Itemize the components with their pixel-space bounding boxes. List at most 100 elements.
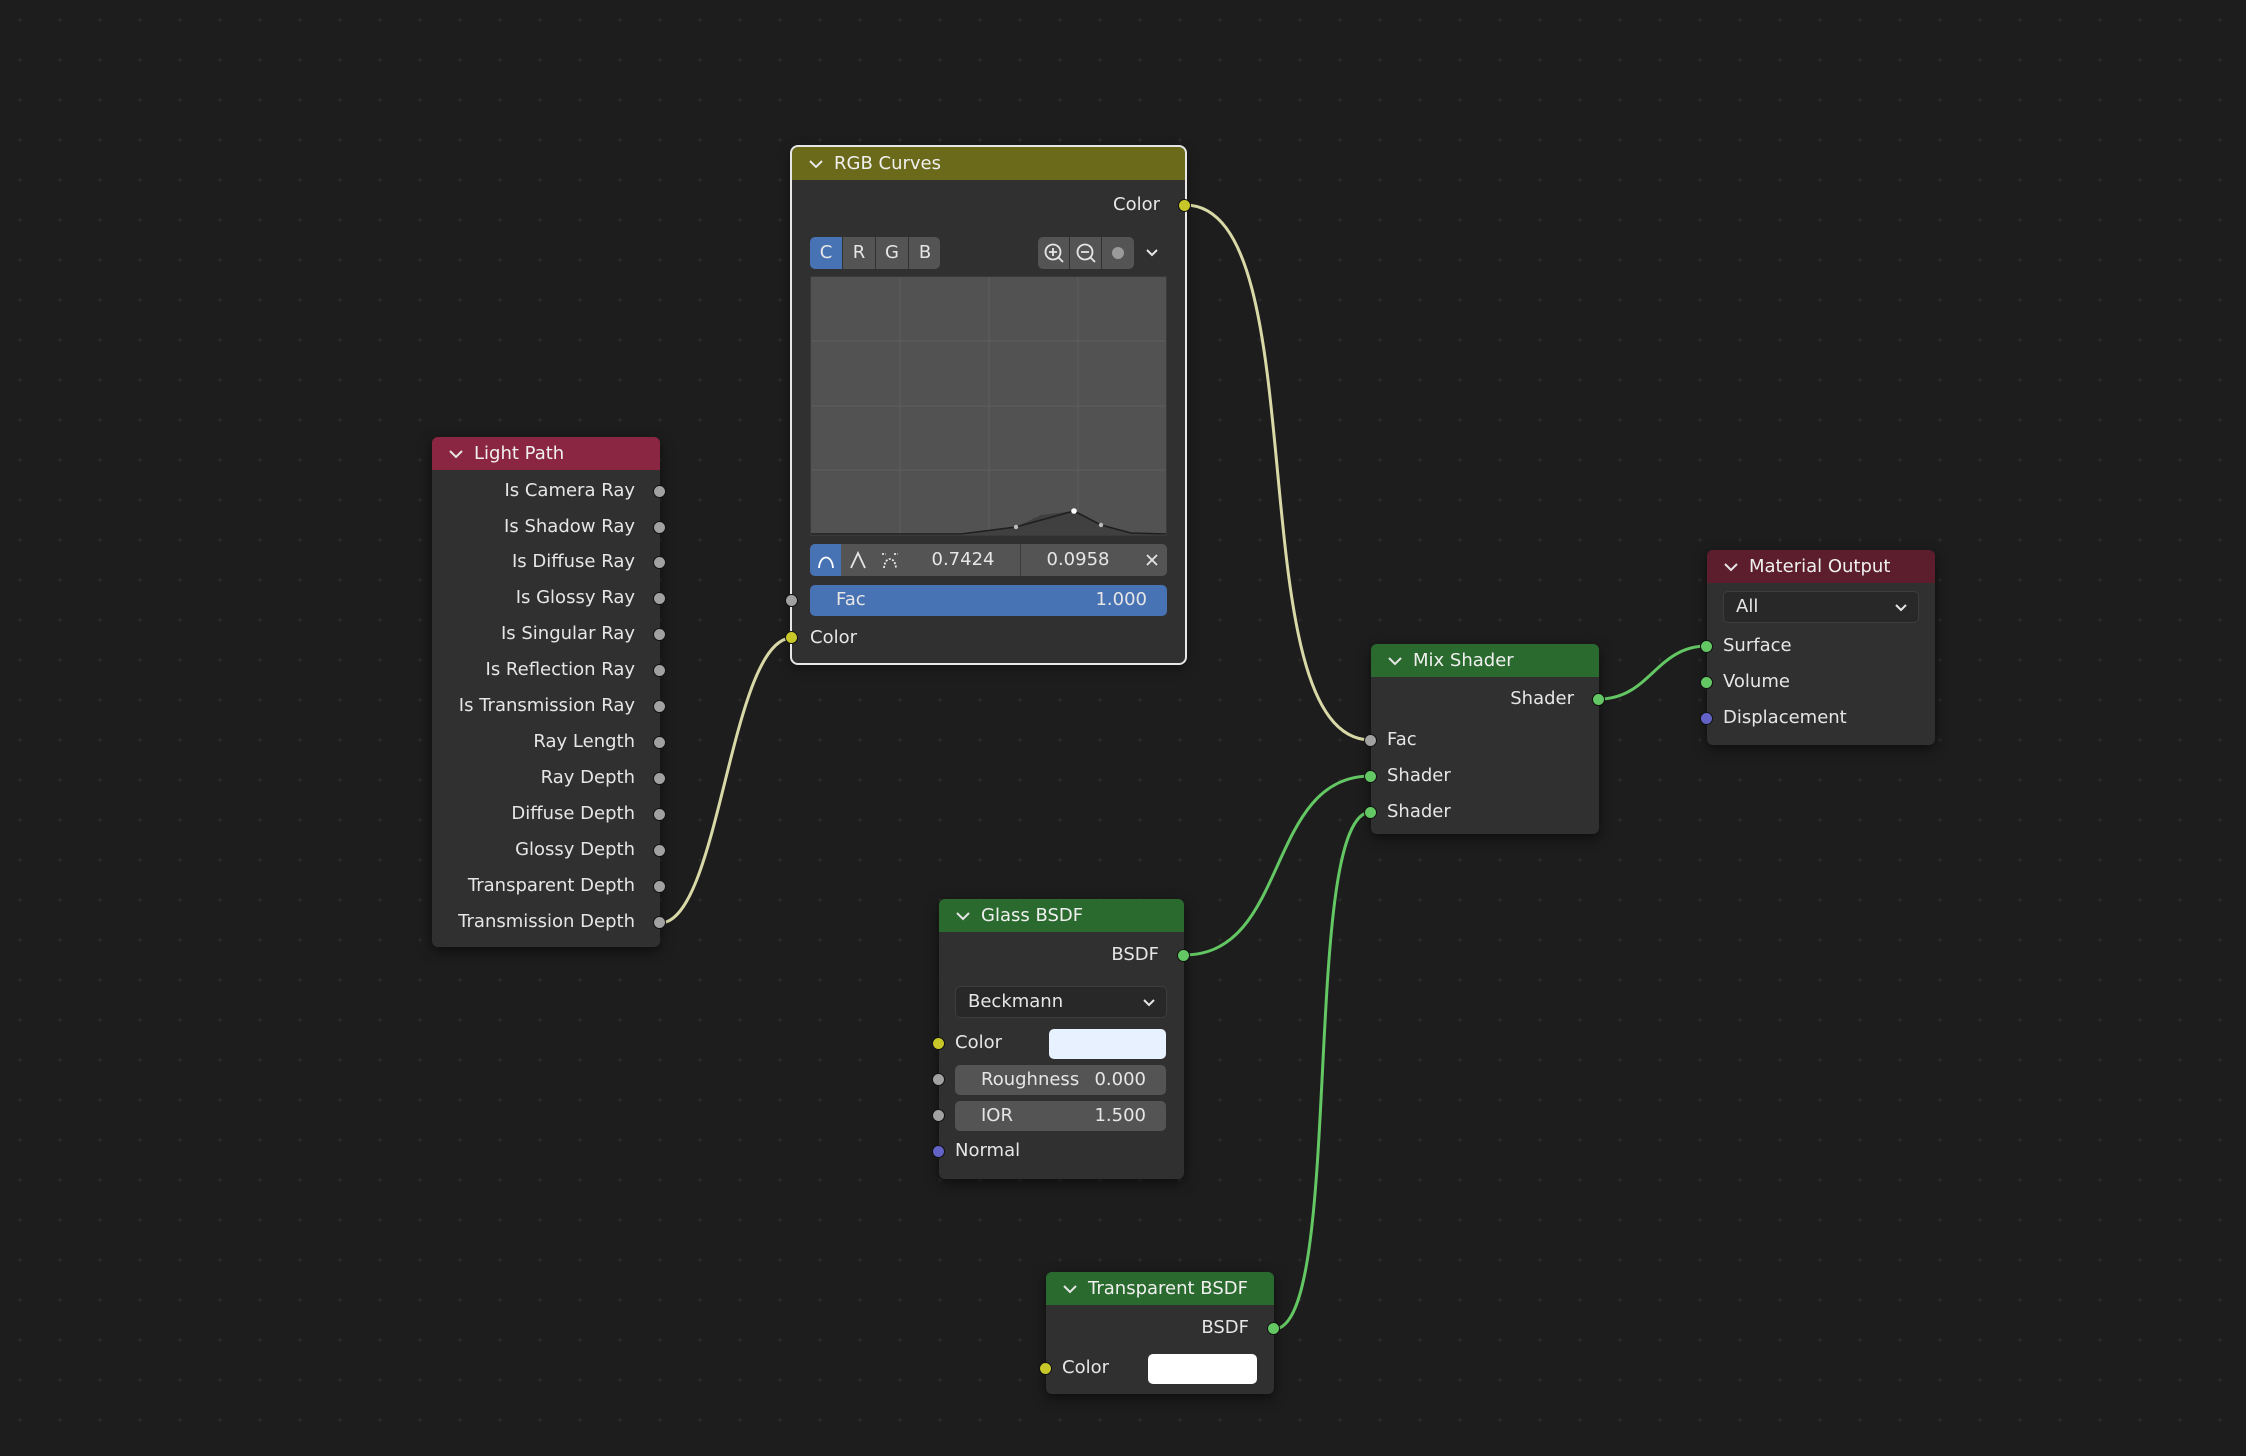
point-x-value[interactable]: 0.7424 <box>906 544 1021 576</box>
socket-ray-length[interactable] <box>653 736 666 749</box>
transparent-bsdf-header[interactable]: Transparent BSDF <box>1046 1272 1274 1305</box>
chevron-down-icon[interactable] <box>1062 1284 1080 1294</box>
ior-field[interactable]: IOR 1.500 <box>955 1101 1166 1131</box>
distribution-value: Beckmann <box>968 991 1064 1012</box>
socket-mix-shader-2[interactable] <box>1364 806 1377 819</box>
output-ray-depth: Ray Depth <box>540 767 635 788</box>
input-color: Color <box>955 1032 1002 1053</box>
socket-surface[interactable] <box>1700 640 1713 653</box>
output-bsdf: BSDF <box>1201 1317 1249 1338</box>
socket-normal[interactable] <box>932 1145 945 1158</box>
socket-is-reflection-ray[interactable] <box>653 664 666 677</box>
chevron-down-icon[interactable] <box>1136 237 1168 269</box>
fac-label: Fac <box>836 589 866 610</box>
zoom-in-icon[interactable] <box>1038 237 1069 269</box>
socket-is-shadow-ray[interactable] <box>653 521 666 534</box>
material-output-header[interactable]: Material Output <box>1707 550 1935 583</box>
tab-channel-g[interactable]: G <box>876 237 908 269</box>
transparent-color-swatch[interactable] <box>1148 1354 1257 1384</box>
output-transmission-depth: Transmission Depth <box>458 911 635 932</box>
socket-is-diffuse-ray[interactable] <box>653 556 666 569</box>
socket-is-transmission-ray[interactable] <box>653 700 666 713</box>
chevron-down-icon[interactable] <box>1723 562 1741 572</box>
distribution-select[interactable]: Beckmann <box>955 986 1167 1018</box>
point-y-value[interactable]: 0.0958 <box>1046 549 1110 570</box>
dot-icon[interactable] <box>1102 237 1134 269</box>
output-is-transmission-ray: Is Transmission Ray <box>458 695 635 716</box>
link-transparent-bsdf-to-shader[interactable] <box>1273 810 1372 1331</box>
rgb-curves-header[interactable]: RGB Curves <box>792 147 1185 180</box>
output-is-diffuse-ray: Is Diffuse Ray <box>511 551 635 572</box>
socket-transmission-depth[interactable] <box>653 916 666 929</box>
target-select[interactable]: All <box>1723 591 1919 623</box>
output-is-shadow-ray: Is Shadow Ray <box>504 516 635 537</box>
socket-glass-color[interactable] <box>932 1037 945 1050</box>
socket-is-glossy-ray[interactable] <box>653 592 666 605</box>
socket-transparent-color[interactable] <box>1039 1362 1052 1375</box>
tab-channel-r[interactable]: R <box>843 237 875 269</box>
socket-volume[interactable] <box>1700 676 1713 689</box>
rgb-curves-title: RGB Curves <box>834 153 942 174</box>
curve-smooth-icon[interactable] <box>810 544 841 576</box>
mix-shader-header[interactable]: Mix Shader <box>1371 644 1599 677</box>
socket-transparent-depth[interactable] <box>653 880 666 893</box>
socket-is-camera-ray[interactable] <box>653 485 666 498</box>
roughness-field[interactable]: Roughness 0.000 <box>955 1065 1166 1095</box>
socket-ior[interactable] <box>932 1109 945 1122</box>
socket-roughness[interactable] <box>932 1073 945 1086</box>
socket-transparent-bsdf-out[interactable] <box>1267 1322 1280 1335</box>
ior-value: 1.500 <box>1094 1105 1146 1126</box>
light-path-node[interactable]: Light Path Is Camera Ray Is Shadow Ray I… <box>432 437 666 947</box>
zoom-out-icon[interactable] <box>1070 237 1101 269</box>
output-diffuse-depth: Diffuse Depth <box>511 803 635 824</box>
roughness-value: 0.000 <box>1094 1069 1146 1090</box>
socket-mix-shader-out[interactable] <box>1592 693 1605 706</box>
curve-graph[interactable] <box>810 276 1167 536</box>
tab-channel-c[interactable]: C <box>810 237 842 269</box>
curve-vector-icon[interactable] <box>842 544 873 576</box>
chevron-down-icon[interactable] <box>448 449 466 459</box>
link-curves-color-to-fac[interactable] <box>1184 203 1372 742</box>
curve-extend-icon[interactable] <box>874 544 905 576</box>
curve-point-toolbar: 0.7424 0.0958 <box>810 544 1167 576</box>
link-glass-bsdf-to-shader[interactable] <box>1183 774 1372 957</box>
tab-channel-b[interactable]: B <box>909 237 940 269</box>
close-icon[interactable] <box>1136 544 1167 576</box>
glass-bsdf-node[interactable]: Glass BSDF BSDF Beckmann Color Roughness… <box>932 899 1190 1179</box>
glass-color-swatch[interactable] <box>1049 1029 1166 1059</box>
socket-diffuse-depth[interactable] <box>653 808 666 821</box>
socket-color-in[interactable] <box>785 631 798 644</box>
socket-displacement[interactable] <box>1700 712 1713 725</box>
socket-is-singular-ray[interactable] <box>653 628 666 641</box>
fac-slider[interactable]: Fac 1.000 <box>810 585 1167 616</box>
output-color: Color <box>1113 194 1160 215</box>
rgb-curves-node[interactable]: RGB Curves Color C R G B <box>785 145 1191 665</box>
glass-bsdf-header[interactable]: Glass BSDF <box>939 899 1184 932</box>
link-transmission-depth-to-color[interactable] <box>659 636 793 925</box>
chevron-down-icon[interactable] <box>1387 656 1405 666</box>
socket-glass-bsdf-out[interactable] <box>1177 949 1190 962</box>
glass-bsdf-title: Glass BSDF <box>981 905 1084 926</box>
transparent-bsdf-node[interactable]: Transparent BSDF BSDF Color <box>1039 1272 1280 1394</box>
link-mix-shader-to-surface[interactable] <box>1598 644 1708 701</box>
chevron-down-icon[interactable] <box>808 159 826 169</box>
output-transparent-depth: Transparent Depth <box>467 875 635 896</box>
ior-label: IOR <box>981 1105 1013 1126</box>
socket-mix-shader-1[interactable] <box>1364 770 1377 783</box>
output-is-camera-ray: Is Camera Ray <box>504 480 635 501</box>
chevron-down-icon[interactable] <box>955 911 973 921</box>
input-shader-1: Shader <box>1387 765 1451 786</box>
mix-shader-node[interactable]: Mix Shader Shader Fac Shader Shader <box>1364 644 1605 834</box>
socket-curves-color-out[interactable] <box>1178 199 1191 212</box>
socket-fac-in[interactable] <box>785 594 798 607</box>
channel-tabs: C R G B <box>810 237 940 269</box>
socket-ray-depth[interactable] <box>653 772 666 785</box>
socket-mix-fac[interactable] <box>1364 734 1377 747</box>
material-output-node[interactable]: Material Output All Surface Volume Displ… <box>1700 550 1935 745</box>
light-path-header[interactable]: Light Path <box>432 437 660 470</box>
input-surface: Surface <box>1723 635 1792 656</box>
input-volume: Volume <box>1723 671 1790 692</box>
socket-glossy-depth[interactable] <box>653 844 666 857</box>
input-shader-2: Shader <box>1387 801 1451 822</box>
